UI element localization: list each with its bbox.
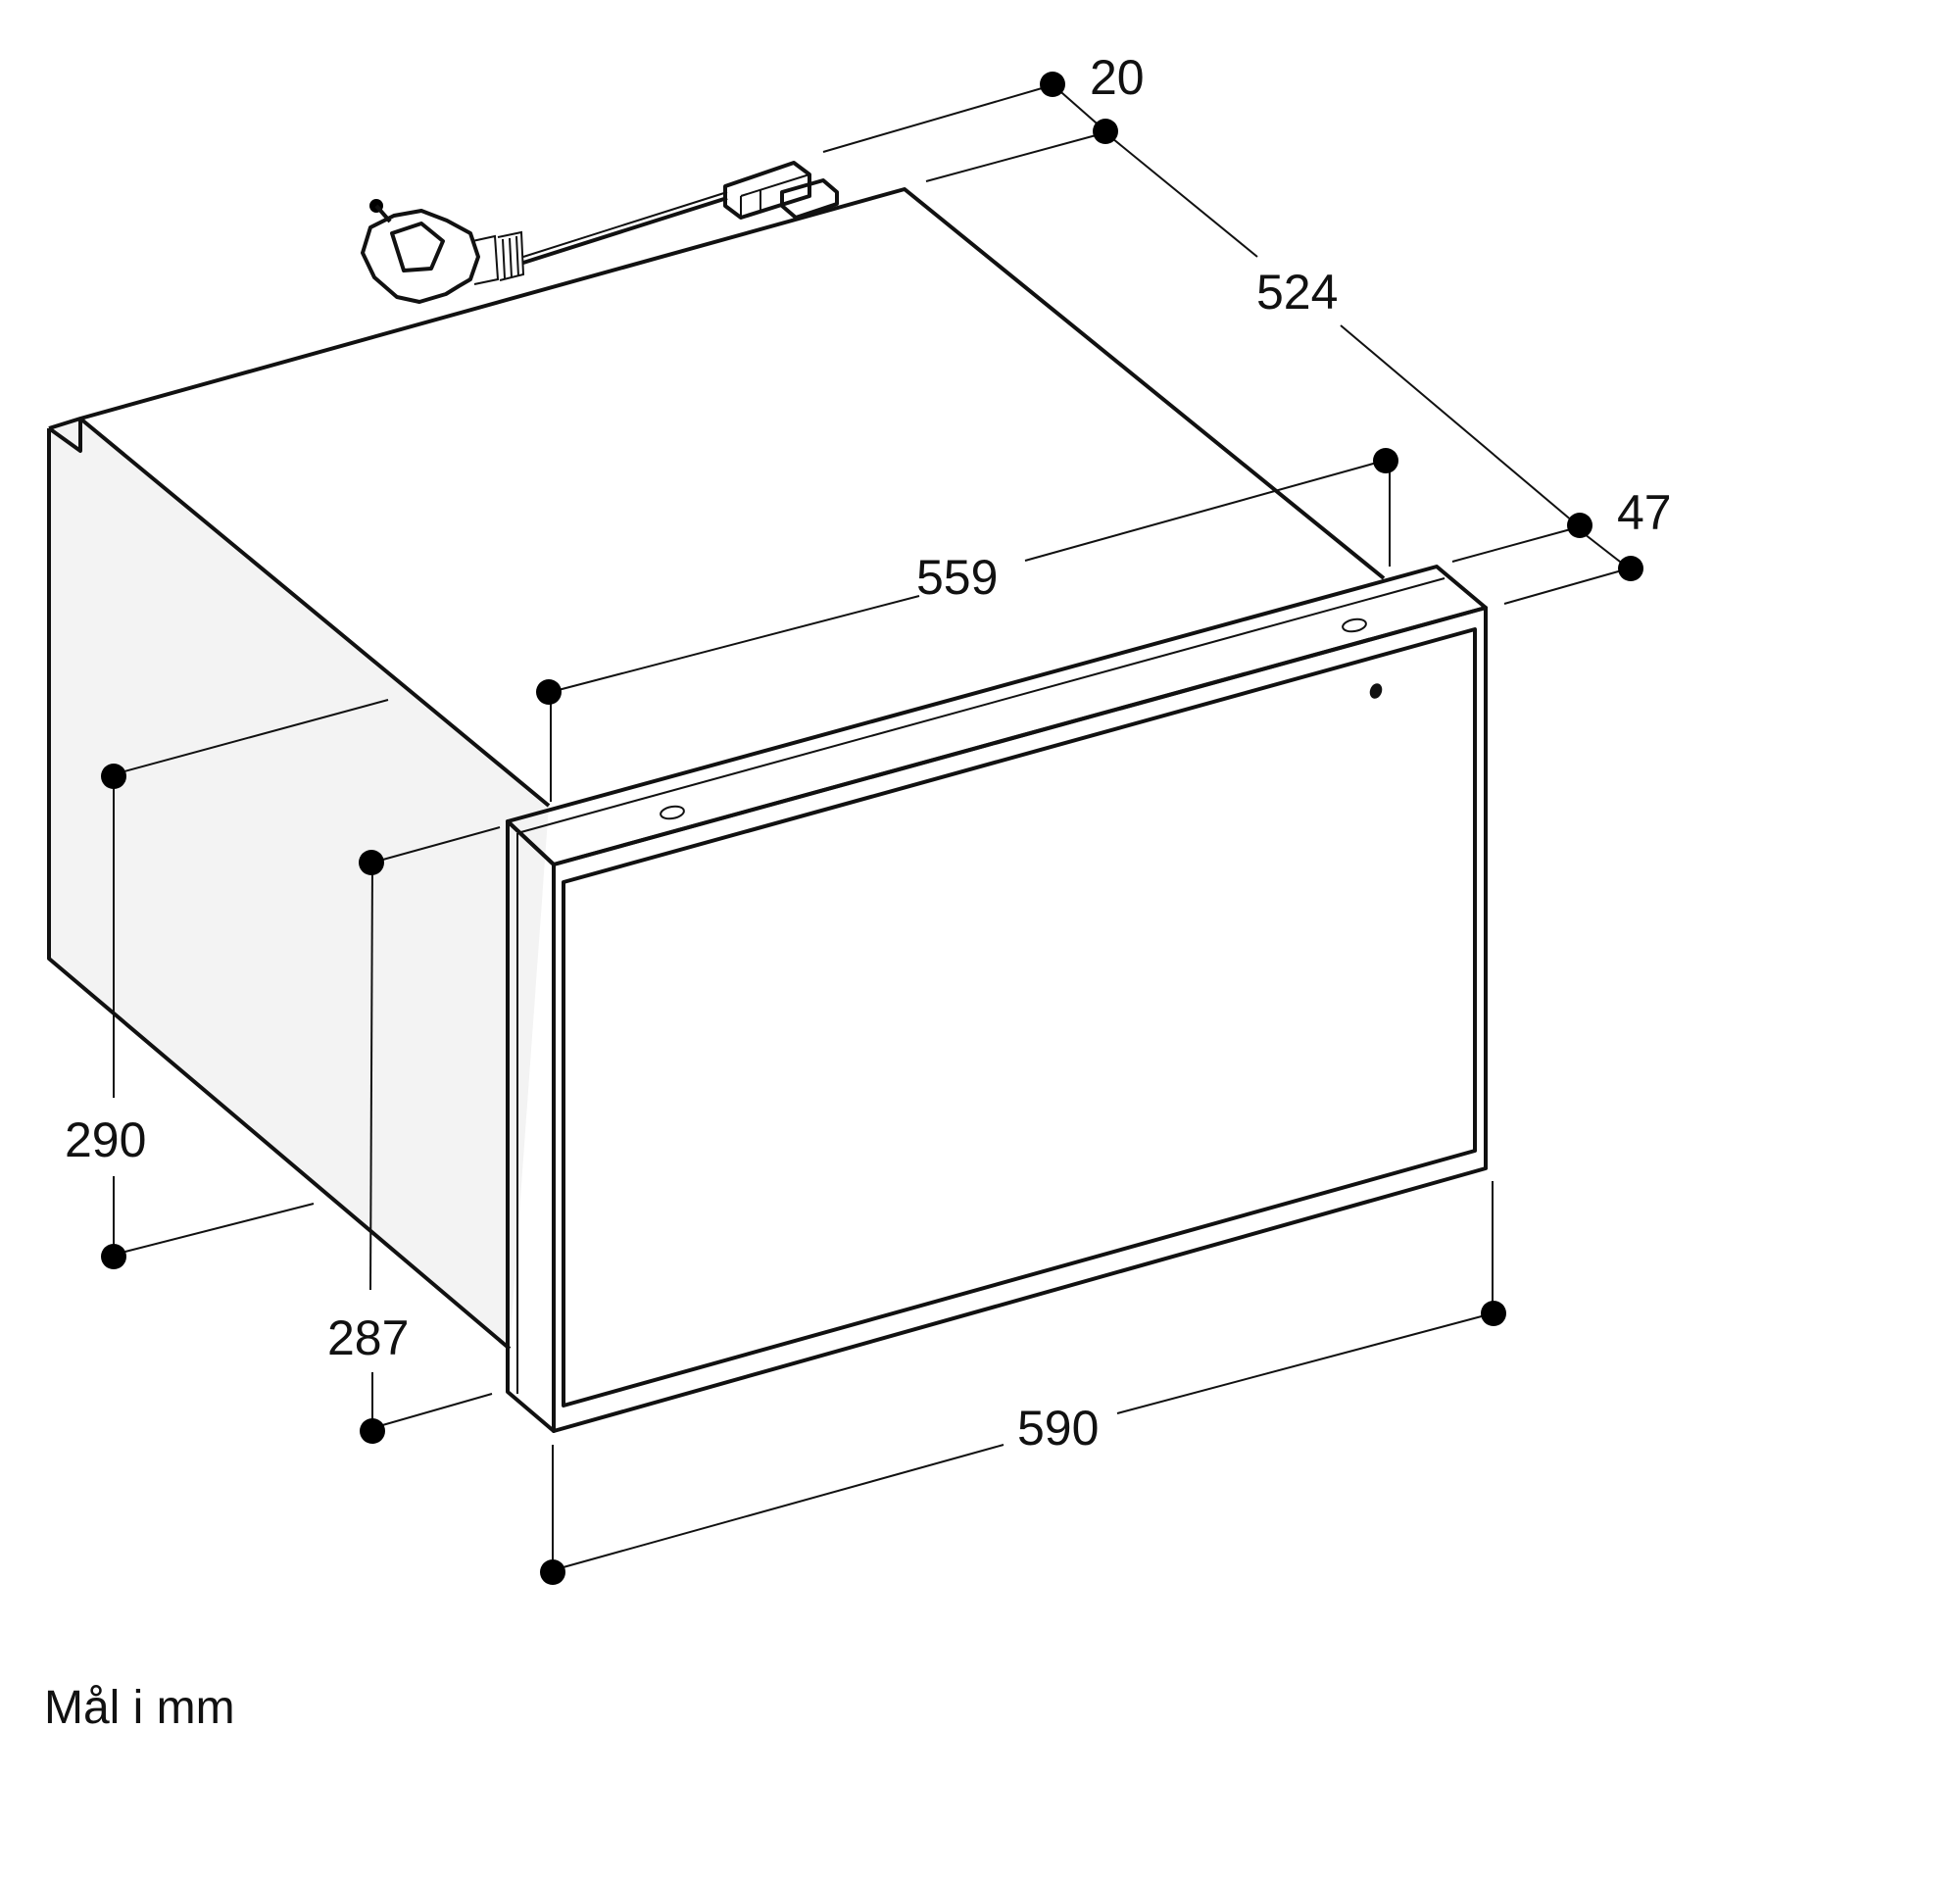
housing-outline	[47, 187, 1386, 1351]
dim-label-590: 590	[1017, 1401, 1099, 1456]
mount-hole-left	[660, 805, 685, 820]
marker-dot	[359, 850, 384, 875]
marker-dot	[1093, 119, 1118, 144]
marker-dot	[101, 764, 126, 789]
mount-hole-right	[1342, 617, 1367, 633]
marker-dot	[1481, 1301, 1506, 1326]
dim-label-559: 559	[916, 550, 998, 605]
marker-dot	[360, 1418, 385, 1444]
marker-dot	[536, 679, 562, 705]
cable-wire	[522, 196, 728, 265]
dimension-markers	[101, 72, 1643, 1585]
side-panel	[49, 419, 549, 1349]
units-caption: Mål i mm	[44, 1682, 235, 1734]
marker-dot	[1567, 513, 1592, 538]
dimension-lines	[113, 85, 1630, 1571]
power-cable	[361, 161, 839, 304]
dim-label-47: 47	[1617, 485, 1672, 540]
appliance-housing	[47, 187, 1386, 1351]
dim-label-20: 20	[1090, 50, 1145, 105]
sensor-dot	[1369, 683, 1383, 699]
dim-label-524: 524	[1256, 265, 1338, 320]
marker-dot	[101, 1244, 126, 1269]
frame-top-edge-line	[516, 577, 1446, 834]
marker-dot	[1618, 556, 1643, 581]
front-frame	[506, 565, 1488, 1433]
marker-dot	[540, 1559, 565, 1585]
top-panel	[80, 189, 1384, 806]
dim-label-290: 290	[65, 1112, 146, 1167]
plug-icon	[361, 199, 525, 304]
dimension-labels: 20 524 47 559 290 287 590	[65, 50, 1672, 1456]
frame-front-face	[552, 606, 1488, 1433]
drawer-front-panel	[562, 627, 1477, 1408]
dim-label-287: 287	[327, 1310, 409, 1365]
marker-dot	[1040, 72, 1065, 97]
connector-icon	[723, 161, 839, 220]
marker-dot	[1373, 448, 1398, 473]
